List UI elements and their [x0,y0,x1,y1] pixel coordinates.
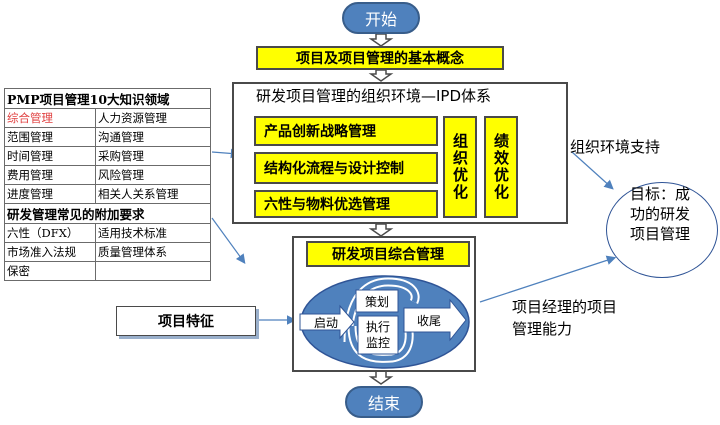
pmp-table-header: PMP项目管理10大知识领域 [4,88,211,109]
management-cycle [299,275,470,369]
extra-cell: 保密 [4,261,96,281]
performance-optimization-box: 绩效优化 [484,116,518,218]
arrow-table-to-integrated [211,217,246,264]
org-environment-title: 研发项目管理的组织环境—IPD体系 [256,87,492,105]
pmp-cell: 费用管理 [4,165,96,185]
project-features-label: 项目特征 [158,314,214,330]
extra-cell: 适用技术标准 [95,223,211,243]
extra-cell: 市场准入法规 [4,242,96,262]
goal-label: 目标：成功的研发项目管理 [630,185,691,243]
pmp-knowledge-table: PMP项目管理10大知识领域 综合管理 人力资源管理 范围管理 沟通管理 时间管… [4,88,211,281]
start-node: 开始 [342,2,420,34]
extra-cell [95,261,211,281]
org-item-materials: 六性与物料优选管理 [254,190,438,218]
pmp-cell: 沟通管理 [95,127,211,147]
org-optimization-label: 组织优化 [451,133,469,201]
concept-box: 项目及项目管理的基本概念 [256,46,504,70]
extra-cell: 六性（DFX） [4,223,96,243]
pmp-cell: 综合管理 [4,108,96,128]
extra-cell: 质量管理体系 [95,242,211,262]
performance-optimization-label: 绩效优化 [492,133,510,201]
cycle-execute-label: 执行 [365,320,390,334]
extra-requirements-header: 研发管理常见的附加要求 [4,203,211,224]
pmp-cell: 人力资源管理 [95,108,211,128]
pm-ability-label: 项目经理的项目管理能力 [512,298,618,338]
pmp-cell: 进度管理 [4,184,96,204]
end-node: 结束 [345,386,423,418]
arrow-org-support [571,151,614,190]
pmp-cell: 风险管理 [95,165,211,185]
org-support-label: 组织环境支持 [570,138,661,156]
pmp-cell: 采购管理 [95,146,211,166]
cycle-initiate-label: 启动 [313,316,338,330]
cycle-monitor-label: 监控 [365,336,390,350]
pmp-cell: 时间管理 [4,146,96,166]
pmp-cell: 相关人关系管理 [95,184,211,204]
cycle-plan-label: 策划 [364,295,389,309]
project-features-box: 项目特征 [116,306,256,336]
org-optimization-box: 组织优化 [443,116,477,218]
arrow-pm-ability [479,255,617,303]
goal-ellipse [606,182,718,278]
pmp-cell: 范围管理 [4,127,96,147]
org-item-process: 结构化流程与设计控制 [254,152,438,184]
integrated-management-title: 研发项目综合管理 [306,241,470,267]
org-item-strategy: 产品创新战略管理 [254,116,438,146]
cycle-close-label: 收尾 [416,314,441,328]
